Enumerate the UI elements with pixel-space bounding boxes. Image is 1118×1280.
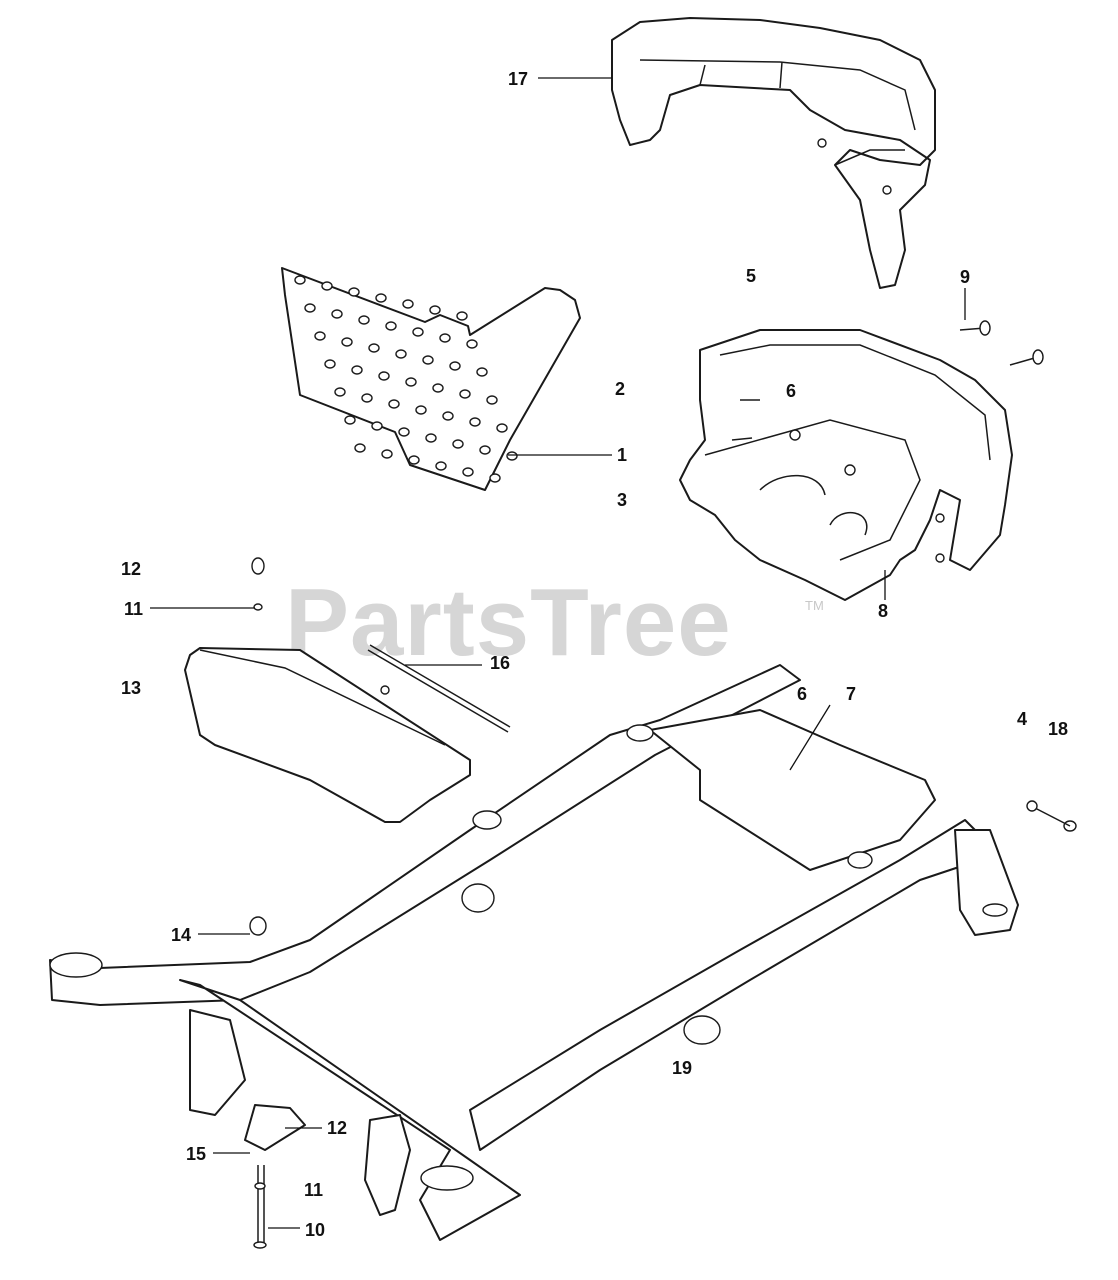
plate-hole (408, 455, 420, 465)
plate-hole (486, 395, 498, 405)
part-rear-guard (611, 17, 936, 289)
callout-11b: 11 (304, 1180, 323, 1200)
callout-6: 6 (786, 381, 796, 401)
plate-hole (479, 445, 491, 455)
part-fasteners (249, 557, 1077, 936)
plate-hole (402, 299, 414, 309)
plate-hole (398, 427, 410, 437)
plate-hole (439, 333, 451, 343)
plate-hole (341, 337, 353, 347)
part-chassis-frame (49, 664, 1019, 1249)
plate-hole (489, 473, 501, 483)
plate-hole (351, 365, 363, 375)
plate-hole (415, 405, 427, 415)
plate-hole (344, 415, 356, 425)
plate-hole (435, 461, 447, 471)
callout-11: 11 (124, 599, 143, 619)
callout-12b: 12 (327, 1118, 347, 1138)
callout-8: 8 (878, 601, 888, 621)
plate-hole (506, 451, 518, 461)
plate-hole (314, 331, 326, 341)
plate-hole (412, 327, 424, 337)
callout-16: 16 (490, 653, 510, 673)
plate-hole (361, 393, 373, 403)
plate-hole (324, 359, 336, 369)
callout-17: 17 (508, 69, 528, 89)
plate-hole (469, 417, 481, 427)
plate-hole (385, 321, 397, 331)
part-seat-pad (184, 644, 511, 823)
plate-hole (331, 309, 343, 319)
callout-7: 7 (846, 684, 856, 704)
watermark: PartsTree (285, 569, 732, 676)
plate-hole (294, 275, 306, 285)
callout-12: 12 (121, 559, 141, 579)
plate-hole (452, 439, 464, 449)
callout-14: 14 (171, 925, 191, 945)
callout-4: 4 (1017, 709, 1027, 729)
callout-15: 15 (186, 1144, 206, 1164)
callout-13: 13 (121, 678, 141, 698)
watermark-trademark: TM (805, 598, 824, 613)
plate-hole (395, 349, 407, 359)
plate-hole (371, 421, 383, 431)
plate-hole (462, 467, 474, 477)
plate-hole (381, 449, 393, 459)
callout-10: 10 (305, 1220, 325, 1240)
plate-hole (375, 293, 387, 303)
plate-hole (304, 303, 316, 313)
plate-hole (496, 423, 508, 433)
callout-2: 2 (615, 379, 625, 399)
callout-1: 1 (617, 445, 627, 465)
part-floor-plate (281, 267, 581, 491)
plate-hole (459, 389, 471, 399)
plate-hole (422, 355, 434, 365)
leader-lines (150, 77, 966, 1229)
plate-hole (405, 377, 417, 387)
part-bolts (731, 320, 1044, 441)
plate-hole (429, 305, 441, 315)
callout-18: 18 (1048, 719, 1068, 739)
callout-labels: 17 5 9 2 6 1 3 12 11 8 16 13 6 7 4 18 14… (121, 69, 1068, 1240)
callout-19: 19 (672, 1058, 692, 1078)
plate-hole (334, 387, 346, 397)
callout-5: 5 (746, 266, 756, 286)
callout-6b: 6 (797, 684, 807, 704)
plate-hole (388, 399, 400, 409)
plate-hole (378, 371, 390, 381)
callout-3: 3 (617, 490, 627, 510)
plate-hole (368, 343, 380, 353)
plate-hole (466, 339, 478, 349)
plate-hole (476, 367, 488, 377)
plate-hole (358, 315, 370, 325)
plate-hole (456, 311, 468, 321)
callout-9: 9 (960, 267, 970, 287)
plate-hole (354, 443, 366, 453)
plate-hole (348, 287, 360, 297)
plate-hole (432, 383, 444, 393)
part-seat-frame (679, 329, 1013, 601)
plate-hole (425, 433, 437, 443)
plate-hole (321, 281, 333, 291)
plate-hole (442, 411, 454, 421)
plate-hole (449, 361, 461, 371)
